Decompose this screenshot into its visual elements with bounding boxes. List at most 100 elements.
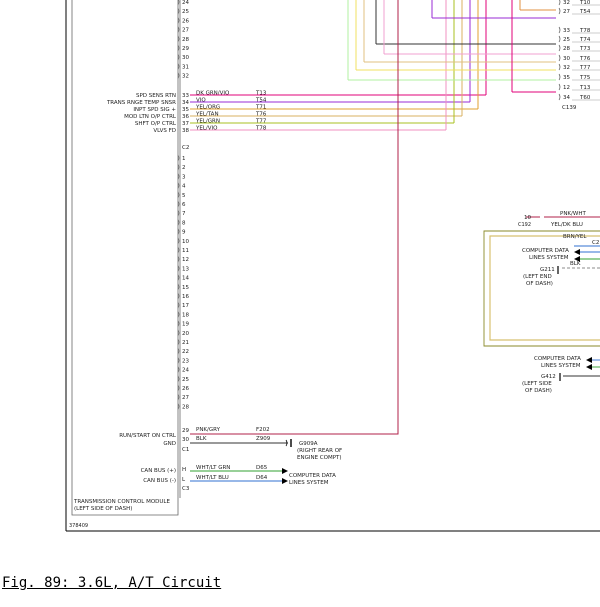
panel-data-arrow-icon (574, 249, 580, 255)
panel-tag: C2 (592, 240, 599, 246)
c139-circuit: T10 (579, 0, 591, 6)
signal-color-name: VIO (196, 98, 206, 104)
pin-bracket (177, 44, 180, 52)
pin-label: 24 (182, 0, 189, 6)
c139-pin: 35 (563, 75, 570, 81)
c139-circuit: T60 (579, 95, 591, 101)
c139-pin: 33 (563, 28, 570, 34)
c2-pin-bracket (177, 348, 180, 355)
signal-pin: 38 (182, 128, 189, 134)
can-label: CAN BUS (+) (141, 468, 176, 474)
signal-label: SHFT O/P CTRL (135, 121, 177, 127)
pin-bracket (177, 0, 180, 6)
gnd-pin: 30 (182, 437, 189, 443)
c2-pin: 20 (182, 331, 189, 337)
c2-pin: 10 (182, 239, 189, 245)
panel-header-wire: BRN/YEL (563, 234, 587, 240)
c139-bracket (558, 7, 561, 15)
c2-pin: 18 (182, 312, 189, 318)
panel-wire-blk: BLK (570, 261, 581, 267)
signal-label: INPT SPD SIG + (133, 107, 176, 113)
signal-pin: 34 (182, 100, 189, 106)
c2-pin: 26 (182, 386, 189, 392)
c139-pin: 34 (563, 95, 570, 101)
can-color: WHT/LT GRN (196, 465, 230, 471)
module-name-line2: (LEFT SIDE OF DASH) (74, 506, 132, 512)
signal-pin: 33 (182, 93, 189, 99)
c1-connector-label: C1 (182, 447, 189, 453)
signal-pin: 37 (182, 121, 189, 127)
c2-pin-bracket (177, 338, 180, 346)
signal-label: VLVS FD (153, 128, 176, 134)
module-outline (71, 0, 179, 516)
c3-connector-label: C3 (182, 486, 190, 492)
can-circuit: D65 (256, 465, 268, 471)
ground-g909a-loc1: (RIGHT REAR OF (297, 448, 342, 454)
pin-label: 31 (182, 64, 189, 70)
gnd-color: BLK (196, 436, 207, 442)
c2-pin: 14 (182, 276, 189, 282)
signal-pin: 36 (182, 114, 189, 120)
c139-bracket (558, 63, 561, 71)
c2-pin: 5 (182, 193, 186, 199)
computer-data-panel: BRN/YEL C2 COMPUTER DATA LINES SYSTEM BL… (483, 230, 600, 347)
pin-label: 25 (182, 9, 189, 15)
can-pin: H (182, 467, 186, 473)
c2-pin-bracket (177, 384, 180, 392)
pin-label: 28 (182, 37, 189, 43)
c2-pin: 17 (182, 303, 189, 309)
c139-bracket (558, 0, 561, 6)
panel-data-arrow-icon-2 (574, 256, 580, 262)
c2-connector-group: 1234567891011121314151617181920212223242… (177, 154, 189, 410)
lower-data-line1: COMPUTER DATA (534, 356, 581, 362)
c2-pin-bracket (177, 191, 180, 198)
run-start-pin: 29 (182, 428, 189, 434)
c2-pin-bracket (177, 375, 180, 382)
c2-pin-bracket (177, 329, 180, 336)
lower-ground-loc2: OF DASH) (525, 388, 552, 394)
c2-pin-bracket (177, 265, 180, 272)
c139-bracket (558, 35, 561, 43)
panel-data-line1: COMPUTER DATA (522, 248, 569, 254)
c2-pin-bracket (177, 357, 180, 364)
pin-bracket (177, 54, 180, 61)
c2-pin-bracket (177, 210, 180, 217)
c192-wire-bottom: YEL/DK BLU (550, 222, 583, 228)
pin-label: 30 (182, 55, 189, 61)
signal-circuit: T77 (255, 119, 267, 125)
c2-pin-bracket (177, 274, 180, 281)
c2-pin: 23 (182, 358, 189, 364)
c139-circuit: T75 (579, 75, 591, 81)
module-ref: 378409 (69, 523, 88, 529)
can-color: WHT/LT BLU (196, 475, 229, 481)
can-arrow-icon (282, 468, 288, 474)
run-start-label: RUN/START ON CTRL (119, 433, 177, 439)
lower-ground-id: G412 (541, 374, 556, 380)
c2-pin: 28 (182, 404, 189, 410)
signal-circuit: T76 (255, 112, 267, 118)
c192-name: C192 (518, 222, 531, 228)
c2-pin-bracket (177, 366, 180, 373)
signal-pin: 35 (182, 107, 189, 113)
c2-pin-bracket (177, 219, 180, 226)
can-label: CAN BUS (-) (143, 478, 176, 484)
c2-pin-bracket (177, 256, 180, 263)
can-circuit: D64 (256, 475, 268, 481)
c2-pin: 27 (182, 395, 189, 401)
lower-data-arrow-icon-2 (586, 364, 592, 370)
c139-circuit: T78 (579, 28, 591, 34)
pin-bracket (177, 35, 180, 42)
pin-bracket (177, 17, 180, 24)
ground-g909a-id: G909A (299, 441, 318, 447)
lower-data-arrow-icon (586, 357, 592, 363)
can-dest-line2: LINES SYSTEM (289, 480, 329, 486)
lower-data-line2: LINES SYSTEM (541, 363, 581, 369)
c2-pin: 9 (182, 230, 186, 236)
c2-pin: 21 (182, 340, 189, 346)
signal-circuit: T13 (255, 91, 267, 97)
run-start-color: PNK/GRY (196, 427, 221, 433)
c2-pin: 3 (182, 174, 186, 180)
